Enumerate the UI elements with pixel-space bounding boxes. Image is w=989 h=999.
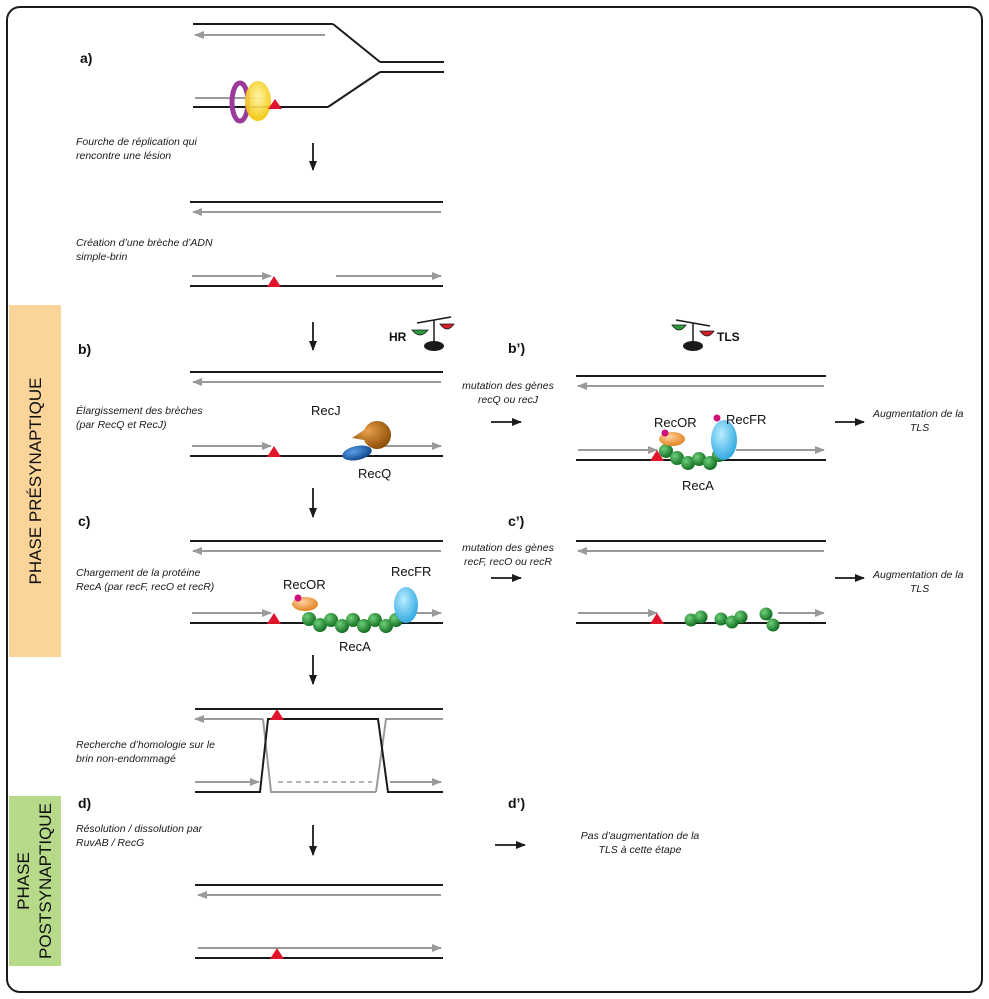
step-d: d) [78, 795, 91, 811]
tls-b-2: TLS [910, 422, 929, 434]
recfr-label: RecFR [391, 564, 431, 579]
diagram-frame [6, 6, 983, 993]
b-prime-recombination [576, 375, 826, 470]
lesion-icon [268, 99, 282, 109]
presynaptic-phase-band [9, 305, 61, 657]
resolved-dna [195, 884, 443, 959]
label-a-2: rencontre une lésion [76, 150, 171, 162]
lesion-icon [267, 613, 281, 624]
recq-label: RecQ [358, 466, 391, 481]
lesion-icon [267, 446, 281, 457]
reca-label: RecA [339, 639, 371, 654]
mut-c-2: recF, recO ou recR [464, 556, 552, 568]
step-b: b) [78, 341, 91, 357]
polymerase-clamp-icon [245, 81, 271, 121]
svg-text:TLS: TLS [717, 330, 740, 344]
tls-d-1: Pas d’augmentation de la [581, 830, 700, 842]
label-c-1: Chargement de la protéine [76, 567, 200, 579]
recq-icon [342, 445, 372, 461]
tls-balance-icon: TLS [671, 319, 740, 351]
postsynaptic-phase-label-1: PHASE [14, 852, 33, 910]
recor-label: RecOR [283, 577, 326, 592]
recfr-label-b-prime: RecFR [726, 412, 766, 427]
mut-b-2: recQ ou recJ [478, 394, 539, 406]
step-c-prime: c’) [508, 513, 524, 529]
step-c: c) [78, 513, 90, 529]
svg-text:HR: HR [389, 330, 407, 344]
recj-icon [352, 421, 392, 450]
postsynaptic-phase-label-2: POSTSYNAPTIQUE [36, 803, 55, 959]
lesion-icon [270, 709, 284, 720]
postsynaptic-phase-band [9, 796, 61, 966]
lesion-icon [650, 450, 664, 461]
recj-label: RecJ [311, 403, 341, 418]
lesion-icon [650, 613, 664, 624]
reca-label-b-prime: RecA [682, 478, 714, 493]
tls-d-2: TLS à cette étape [599, 844, 682, 856]
tls-b-1: Augmentation de la [872, 408, 964, 420]
label-d-1: Résolution / dissolution par [76, 823, 203, 835]
homology-search [194, 708, 443, 793]
reca-filament-icon [302, 612, 403, 633]
ssdna-gap [190, 201, 443, 287]
tls-c-1: Augmentation de la [872, 569, 964, 581]
step-a: a) [80, 50, 92, 66]
label-b-1: Élargissement des brèches [76, 404, 203, 417]
presynaptic-phase-label: PHASE PRÉSYNAPTIQUE [26, 378, 45, 585]
recfr-icon [711, 420, 737, 460]
reca-loading [190, 540, 443, 633]
c-prime-sparse-reca [576, 540, 826, 632]
lesion-icon [267, 276, 281, 287]
reca-monomers-icon [684, 607, 780, 632]
mut-c-1: mutation des gènes [462, 542, 554, 554]
mut-b-1: mutation des gènes [462, 380, 554, 392]
label-gap-2: simple-brin [76, 251, 128, 263]
label-homology-1: Recherche d’homologie sur le [76, 739, 215, 751]
step-b-prime: b’) [508, 340, 525, 356]
label-gap-1: Création d’une brèche d’ADN [76, 237, 213, 249]
label-b-2: (par RecQ et RecJ) [76, 419, 166, 431]
label-homology-2: brin non-endommagé [76, 753, 176, 765]
gap-widening [190, 371, 443, 461]
hr-balance-icon: HR [389, 316, 455, 351]
label-c-2: RecA (par recF, recO et recR) [76, 581, 214, 593]
lesion-icon [270, 948, 284, 959]
step-d-prime: d’) [508, 795, 525, 811]
label-d-2: RuvAB / RecG [76, 837, 144, 849]
label-a-1: Fourche de réplication qui [76, 136, 197, 148]
recfr-icon [394, 587, 418, 623]
replication-fork [193, 23, 444, 124]
recor-label-b-prime: RecOR [654, 415, 697, 430]
tls-c-2: TLS [910, 583, 929, 595]
